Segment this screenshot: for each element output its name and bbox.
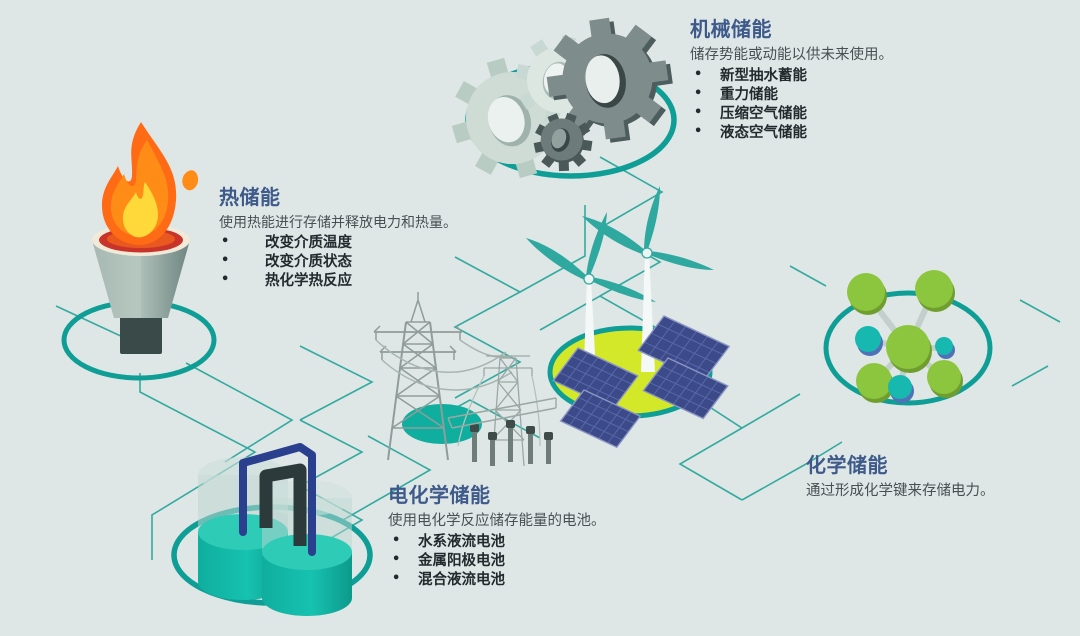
list-item: 改变介质温度 xyxy=(219,233,457,253)
solar-panel-icon xyxy=(552,315,731,449)
bullets-mechanical: 新型抽水蓄能 重力储能 压缩空气储能 液态空气储能 xyxy=(690,66,893,144)
textblock-thermal: 热储能 使用热能进行存储并释放电力和热量。 改变介质温度 改变介质状态 热化学热… xyxy=(219,186,457,292)
textblock-chemical: 化学储能 通过形成化学键来存储电力。 xyxy=(806,454,995,503)
textblock-electrochemical: 电化学储能 使用电化学反应储存能量的电池。 水系液流电池 金属阳极电池 混合液流… xyxy=(388,484,606,590)
transmission-tower-icon xyxy=(373,292,513,461)
list-item: 液态空气储能 xyxy=(690,123,893,143)
list-item: 新型抽水蓄能 xyxy=(690,66,893,86)
heading-mechanical: 机械储能 xyxy=(690,17,772,41)
list-item: 热化学热反应 xyxy=(219,271,457,291)
lead-chemical: 通过形成化学键来存储电力。 xyxy=(806,483,995,499)
list-item: 水系液流电池 xyxy=(388,532,606,552)
ring-chemical xyxy=(823,290,993,406)
torch-flame-icon xyxy=(92,122,199,354)
flow-battery-tanks-icon xyxy=(198,443,352,616)
heading-electrochemical: 电化学储能 xyxy=(388,483,491,507)
molecule-icon xyxy=(847,270,963,403)
heading-thermal: 热储能 xyxy=(219,185,281,209)
list-item: 重力储能 xyxy=(690,85,893,105)
lead-thermal: 使用热能进行存储并释放电力和热量。 xyxy=(219,215,457,231)
bullets-thermal: 改变介质温度 改变介质状态 热化学热反应 xyxy=(219,233,457,291)
lead-mechanical: 储存势能或动能以供未来使用。 xyxy=(690,47,893,63)
secondary-pylon-icon xyxy=(457,355,541,467)
list-item: 金属阳极电池 xyxy=(388,551,606,571)
heading-chemical: 化学储能 xyxy=(806,453,888,477)
list-item: 压缩空气储能 xyxy=(690,104,893,124)
textblock-mechanical: 机械储能 储存势能或动能以供未来使用。 新型抽水蓄能 重力储能 压缩空气储能 液… xyxy=(690,18,893,143)
gears-icon xyxy=(451,17,673,179)
list-item: 混合液流电池 xyxy=(388,570,606,590)
lead-electrochemical: 使用电化学反应储存能量的电池。 xyxy=(388,513,606,529)
list-item: 改变介质状态 xyxy=(219,252,457,272)
bullets-electrochemical: 水系液流电池 金属阳极电池 混合液流电池 xyxy=(388,532,606,590)
substation-bushings-icon xyxy=(447,397,557,466)
